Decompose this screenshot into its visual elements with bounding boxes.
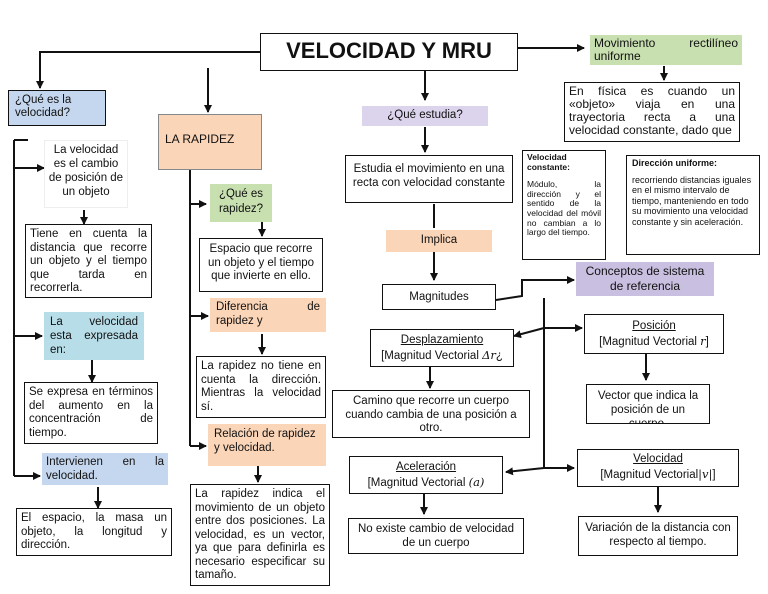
- direccion-uniforme-text: recorriendo distancias iguales en el mis…: [632, 174, 752, 227]
- r-vector-symbol: r: [700, 334, 706, 348]
- velocidad-expresada: La velocidad esta expresada en:: [44, 312, 144, 360]
- aceleracion-box: Aceleración [Magnitud Vectorial (a): [349, 456, 503, 494]
- magnitudes-box: Magnitudes: [382, 284, 496, 310]
- velocidad-constante-box: Velocidad constante: Módulo, la direcció…: [522, 150, 606, 260]
- desplazamiento-box: Desplazamiento [Magnitud Vectorial Δr¿: [370, 329, 514, 367]
- implica-label: Implica: [386, 230, 492, 252]
- rapidez-title: LA RAPIDEZ: [158, 114, 262, 170]
- estudia-answer: Estudia el movimiento en una recta con v…: [345, 155, 513, 203]
- aceleracion-detail: No existe cambio de velocidad de un cuer…: [348, 518, 524, 554]
- diferencia-detail: La rapidez no tiene en cuenta la direcci…: [196, 356, 326, 418]
- page-title: VELOCIDAD Y MRU: [260, 33, 518, 71]
- expresada-detail: Se expresa en términos del aumento en la…: [24, 382, 158, 444]
- velocidad-title: Velocidad: [633, 453, 683, 465]
- velocidad-definition: La velocidad es el cambio de posición de…: [44, 140, 128, 208]
- mru-label: Movimiento rectilíneo uniforme: [590, 35, 742, 65]
- posicion-box: Posición [Magnitud Vectorial r]: [584, 314, 724, 354]
- aceleracion-sub: [Magnitud Vectorial (a): [367, 475, 485, 489]
- posicion-detail: Vector que indica la posición de un cuer…: [586, 384, 710, 424]
- posicion-title: Posición: [632, 320, 676, 332]
- relacion-detail: La rapidez indica el movimiento de un ob…: [190, 484, 330, 586]
- a-vector-symbol: (a): [468, 475, 485, 489]
- que-es-rapidez-question: ¿Qué es rapidez?: [210, 184, 272, 222]
- direccion-uniforme-title: Dirección uniforme:: [632, 158, 718, 168]
- mru-definition: En física es cuando un «objeto» viaja en…: [564, 82, 740, 142]
- relacion-label: Relación de rapidez y velocidad.: [208, 424, 326, 466]
- direccion-uniforme-box: Dirección uniforme: recorriendo distanci…: [626, 155, 760, 255]
- v-vector-symbol: |v|: [698, 467, 713, 481]
- que-estudia-question: ¿Qué estudia?: [362, 106, 488, 126]
- velocidad-detail: Variación de la distancia con respecto a…: [578, 516, 738, 556]
- diferencia-label: Diferencia de rapidez y: [210, 298, 326, 332]
- aceleracion-title: Aceleración: [395, 461, 457, 473]
- velocidad-constante-title: Velocidad constante:: [527, 152, 570, 172]
- intervienen-label: Intervienen en la velocidad.: [42, 453, 168, 485]
- conceptos-label: Conceptos de sistema de referencia: [576, 262, 714, 296]
- velocidad-box: Velocidad [Magnitud Vectorial|v|]: [577, 449, 739, 487]
- desplazamiento-sub: [Magnitud Vectorial Δr¿: [381, 348, 503, 362]
- velocidad-constante-text: Módulo, la dirección y el sentido de la …: [527, 179, 601, 238]
- delta-r-symbol: Δr: [482, 348, 496, 362]
- rapidez-answer: Espacio que recorre un objeto y el tiemp…: [199, 238, 323, 292]
- desplazamiento-detail: Camino que recorre un cuerpo cuando camb…: [332, 390, 530, 438]
- que-es-velocidad-question: ¿Qué es la velocidad?: [8, 90, 106, 126]
- posicion-sub: [Magnitud Vectorial r]: [599, 334, 709, 348]
- velocidad-sub: [Magnitud Vectorial|v|]: [600, 467, 716, 481]
- intervienen-detail: El espacio, la masa un objeto, la longit…: [16, 508, 172, 556]
- desplazamiento-title: Desplazamiento: [400, 334, 484, 346]
- velocidad-detail: Tiene en cuenta la distancia que recorre…: [25, 224, 152, 298]
